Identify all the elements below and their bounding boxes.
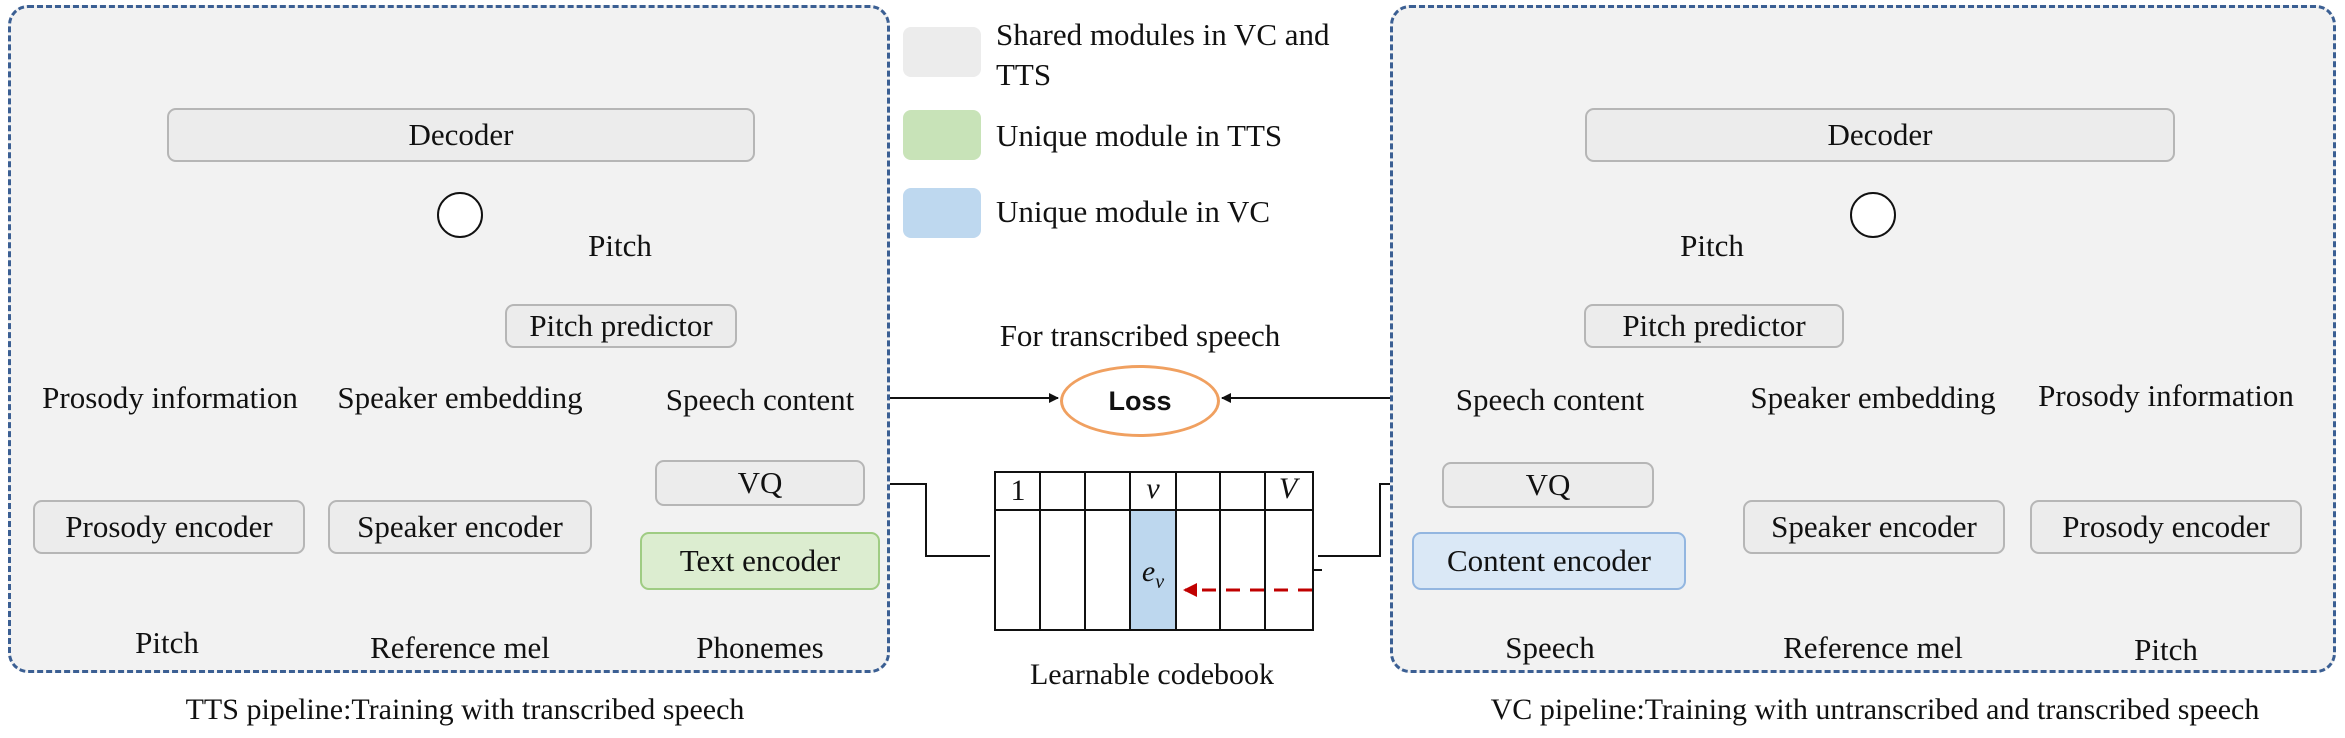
- tts-speaker-encoder: Speaker encoder: [328, 500, 592, 554]
- tts-input-reference-mel: Reference mel: [370, 630, 550, 665]
- tts-decoder: Decoder: [167, 108, 755, 162]
- vc-input-reference-mel: Reference mel: [1783, 630, 1963, 665]
- vc-input-speech: Speech: [1505, 630, 1595, 665]
- vc-prosody-information: Prosody information: [2038, 378, 2294, 413]
- tts-prosody-encoder: Prosody encoder: [33, 500, 305, 554]
- codebook-entry-ev: ev: [1142, 555, 1164, 594]
- codebook-entry-symbol: e: [1141, 555, 1156, 588]
- vc-input-pitch: Pitch: [2134, 632, 2198, 667]
- tts-caption: TTS pipeline:Training with transcribed s…: [185, 693, 745, 726]
- tts-vq: VQ: [655, 460, 865, 506]
- loss-node: Loss: [1060, 365, 1220, 437]
- tts-prosody-information: Prosody information: [42, 380, 298, 415]
- tts-speech-content: Speech content: [665, 382, 855, 417]
- codebook-index-v: v: [1146, 472, 1160, 505]
- codebook-caption: Learnable codebook: [1029, 658, 1275, 691]
- tts-pitch-predictor: Pitch predictor: [505, 304, 737, 348]
- tts-input-phonemes: Phonemes: [696, 630, 824, 665]
- vc-decoder: Decoder: [1585, 108, 2175, 162]
- for-transcribed-label: For transcribed speech: [999, 318, 1281, 353]
- legend-swatch-tts: [903, 110, 981, 160]
- codebook-entry-subscript: v: [1155, 571, 1165, 593]
- vc-pitch-predictor: Pitch predictor: [1584, 304, 1844, 348]
- vc-caption: VC pipeline:Training with untranscribed …: [1490, 693, 2260, 726]
- legend-shared: Shared modules in VC and TTS: [996, 17, 1330, 92]
- vc-speaker-embedding: Speaker embedding: [1750, 380, 1996, 415]
- legend-vc-unique: Unique module in VC: [996, 194, 1271, 229]
- codebook-index-first: 1: [1010, 474, 1026, 507]
- codebook-table: [994, 471, 1322, 631]
- sum-circle-icon: [437, 192, 483, 238]
- tts-text-encoder: Text encoder: [640, 532, 880, 590]
- tts-input-pitch: Pitch: [135, 625, 199, 660]
- tts-speaker-embedding: Speaker embedding: [337, 380, 583, 415]
- legend-swatch-shared: [903, 27, 981, 77]
- codebook-index-last: V: [1278, 472, 1298, 505]
- sum-circle-icon: [1850, 192, 1896, 238]
- vc-speech-content: Speech content: [1455, 382, 1645, 417]
- legend-tts-unique: Unique module in TTS: [996, 118, 1283, 153]
- vc-vq: VQ: [1442, 462, 1654, 508]
- vc-pitch-output: Pitch: [1680, 228, 1744, 263]
- legend-swatch-vc: [903, 188, 981, 238]
- tts-pitch-output: Pitch: [588, 228, 652, 263]
- vc-speaker-encoder: Speaker encoder: [1743, 500, 2005, 554]
- vc-prosody-encoder: Prosody encoder: [2030, 500, 2302, 554]
- vc-content-encoder: Content encoder: [1412, 532, 1686, 590]
